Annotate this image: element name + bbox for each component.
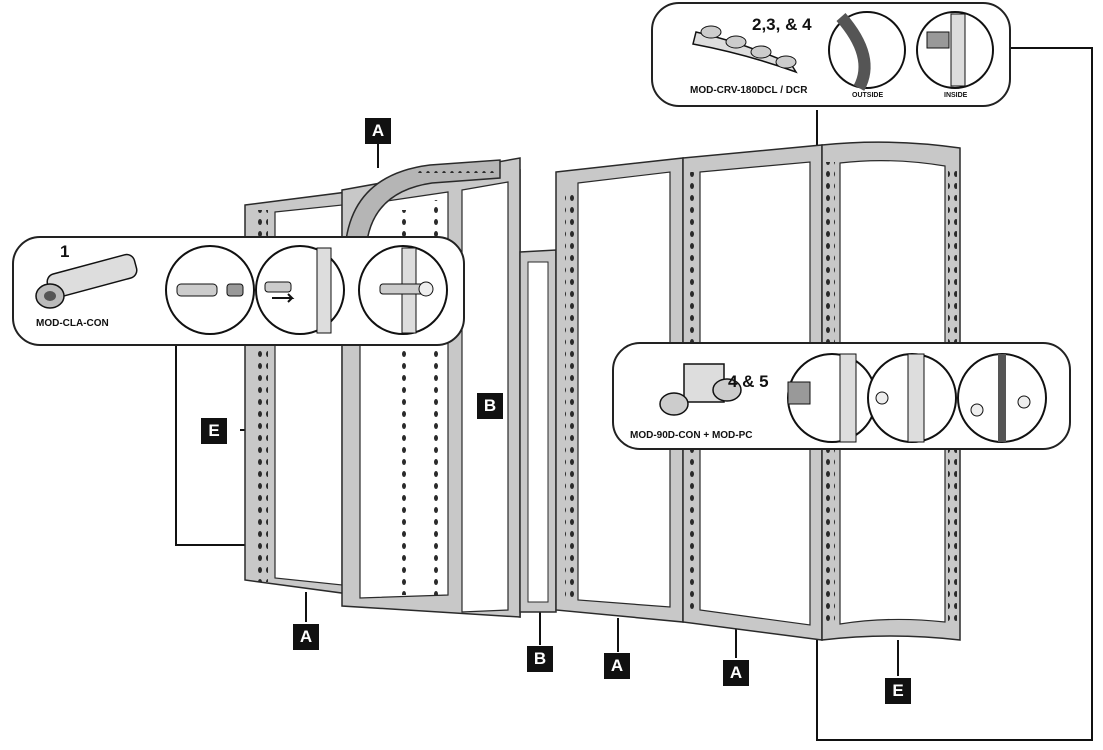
inside-label: INSIDE — [944, 92, 968, 99]
tag-a-top: A — [365, 118, 391, 144]
clamp-callout-art — [35, 245, 448, 335]
tag-e-left: E — [201, 418, 227, 444]
tag-a-bottom-middle: A — [604, 653, 630, 679]
clamp-connector-icon — [35, 253, 138, 309]
outside-label: OUTSIDE — [852, 92, 884, 99]
tag-e-bottom: E — [885, 678, 911, 704]
clamp-step-number: 1 — [60, 242, 70, 261]
corner-connector-icon — [659, 363, 742, 416]
tag-b-middle: B — [477, 393, 503, 419]
curved-header — [344, 159, 501, 251]
frame-narrow-b — [519, 249, 557, 613]
curved-connector-icon — [692, 25, 798, 74]
curve-step-number: 2,3, & 4 — [752, 15, 812, 34]
tag-a-bottom-left: A — [293, 624, 319, 650]
tag-b-bottom: B — [527, 646, 553, 672]
corner-part-number: MOD-90D-CON + MOD-PC — [630, 430, 753, 441]
corner-step-number: 4 & 5 — [728, 372, 769, 391]
corner-callout-art — [659, 353, 1047, 443]
clamp-part-number: MOD-CLA-CON — [36, 318, 109, 329]
perforated-upright — [258, 210, 268, 582]
curve-callout-art — [692, 11, 994, 91]
tag-a-bottom-right: A — [723, 660, 749, 686]
arrow-right-icon — [272, 293, 295, 303]
frame-door-arch — [341, 157, 521, 618]
curve-part-number: MOD-CRV-180DCL / DCR — [690, 85, 808, 96]
